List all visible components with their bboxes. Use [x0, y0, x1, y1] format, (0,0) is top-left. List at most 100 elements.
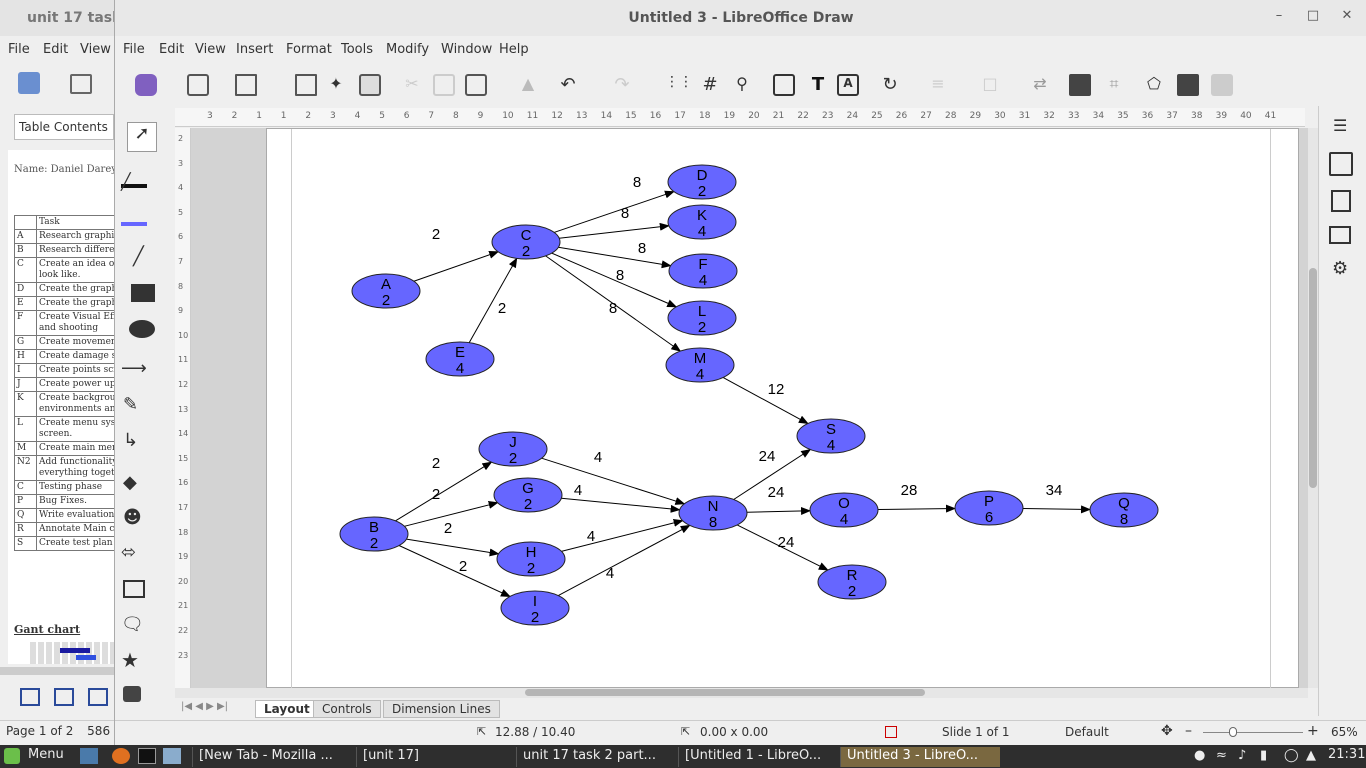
edge-C-K[interactable] — [559, 222, 670, 239]
edge-H-N[interactable] — [561, 518, 684, 552]
tab-layout[interactable]: Layout — [255, 700, 319, 718]
node-D[interactable]: D2 — [667, 164, 737, 200]
menu-insert[interactable]: Insert — [236, 42, 274, 57]
edge-O-P[interactable] — [877, 504, 957, 513]
node-O[interactable]: O4 — [809, 492, 879, 528]
node-ellipse[interactable] — [667, 204, 737, 240]
status-zoom[interactable]: 65% — [1331, 725, 1358, 739]
clone-formatting-icon[interactable]: ▲ — [521, 74, 535, 93]
node-ellipse[interactable] — [665, 347, 735, 383]
templates-icon[interactable] — [187, 74, 209, 96]
menu-file[interactable]: File — [123, 42, 145, 57]
terminal-icon[interactable] — [138, 748, 156, 764]
paste-icon[interactable] — [465, 74, 487, 96]
vertical-scrollbar[interactable] — [1308, 128, 1318, 688]
edge-J-N[interactable] — [541, 457, 686, 505]
glue-points-icon[interactable] — [1177, 74, 1199, 96]
task-writer-doc[interactable]: unit 17 task 2 part... — [516, 747, 676, 767]
bg-paragraph-style-box[interactable]: Table Contents — [14, 114, 114, 140]
symbol-shapes-icon[interactable]: ☻ — [123, 507, 142, 528]
start-menu-label[interactable]: Menu — [28, 747, 64, 762]
node-ellipse[interactable] — [496, 541, 566, 577]
gallery-icon[interactable] — [1329, 226, 1351, 244]
node-P[interactable]: P6 — [954, 490, 1024, 526]
show-desktop-icon[interactable] — [80, 748, 98, 764]
update-icon[interactable]: ▲ — [1306, 748, 1316, 763]
node-ellipse[interactable] — [351, 273, 421, 309]
mint-menu-icon[interactable] — [4, 748, 20, 764]
node-I[interactable]: I2 — [500, 590, 570, 626]
stars-icon[interactable]: ★ — [121, 648, 139, 672]
node-K[interactable]: K4 — [667, 204, 737, 240]
slide-transition-icon[interactable] — [1331, 190, 1351, 212]
horizontal-scroll-thumb[interactable] — [525, 689, 925, 696]
menu-tools[interactable]: Tools — [341, 42, 374, 57]
tab-controls[interactable]: Controls — [313, 700, 381, 718]
user-icon[interactable]: ● — [1194, 748, 1206, 763]
print-icon[interactable] — [359, 74, 381, 96]
edge-C-F[interactable] — [558, 246, 672, 269]
node-ellipse[interactable] — [678, 495, 748, 531]
flip-icon[interactable]: ⇄ — [1033, 74, 1047, 93]
background-writer-window[interactable]: unit 17 task 2 File Edit View Table Cont… — [0, 0, 114, 745]
edge-N-S[interactable] — [733, 448, 812, 500]
firefox-icon[interactable] — [112, 748, 130, 764]
edge-N-O[interactable] — [746, 506, 812, 515]
security-icon[interactable]: ◯ — [1284, 748, 1299, 763]
bg-scrollbar[interactable] — [0, 667, 114, 675]
node-A[interactable]: A2 — [351, 273, 421, 309]
basic-shapes-icon[interactable]: ◆ — [123, 472, 137, 493]
horizontal-scrollbar[interactable] — [175, 688, 1308, 698]
cut-icon[interactable]: ✂ — [405, 74, 419, 93]
node-ellipse[interactable] — [817, 564, 887, 600]
node-ellipse[interactable] — [667, 164, 737, 200]
battery-icon[interactable]: ▮ — [1260, 748, 1268, 763]
task-untitled-3[interactable]: Untitled 3 - LibreO... — [840, 747, 1000, 767]
bg-table-icon-2[interactable] — [54, 688, 74, 706]
node-L[interactable]: L2 — [667, 300, 737, 336]
edge-B-J[interactable] — [395, 461, 493, 522]
bg-menu-file[interactable]: File — [8, 42, 30, 57]
node-ellipse[interactable] — [500, 590, 570, 626]
node-ellipse[interactable] — [339, 516, 409, 552]
zoom-out-icon[interactable]: – — [1185, 723, 1192, 739]
edge-C-M[interactable] — [545, 255, 682, 352]
tab-nav-icons[interactable]: |◀ ◀ ▶ ▶| — [181, 701, 229, 712]
copy-disabled-icon[interactable] — [433, 74, 455, 96]
task-untitled-1[interactable]: [Untitled 1 - LibreO... — [678, 747, 838, 767]
helplines-icon[interactable]: # — [702, 74, 718, 95]
task-unit17-folder[interactable]: [unit 17] — [356, 747, 514, 767]
node-ellipse[interactable] — [1089, 492, 1159, 528]
node-S[interactable]: S4 — [796, 418, 866, 454]
menu-view[interactable]: View — [195, 42, 226, 57]
node-ellipse[interactable] — [478, 431, 548, 467]
block-arrows-icon[interactable]: ⬄ — [121, 542, 137, 563]
node-F[interactable]: F4 — [668, 253, 738, 289]
edge-P-Q[interactable] — [1022, 505, 1092, 514]
zoom-in-icon[interactable]: + — [1307, 723, 1319, 739]
document-modified-icon[interactable] — [885, 726, 897, 738]
sidebar-menu-icon[interactable]: ☰ — [1333, 116, 1348, 135]
bg-menu-view[interactable]: View — [80, 42, 111, 57]
curve-icon[interactable]: ✎ — [123, 394, 139, 415]
export-icon[interactable] — [295, 74, 317, 96]
maximize-button[interactable]: □ — [1306, 8, 1320, 23]
connector-icon[interactable]: ↳ — [123, 430, 139, 451]
zoom-slider[interactable] — [1203, 732, 1303, 733]
node-ellipse[interactable] — [809, 492, 879, 528]
edge-A-C[interactable] — [413, 250, 500, 282]
fit-page-icon[interactable]: ✥ — [1161, 723, 1173, 739]
align-icon[interactable]: ≡ — [931, 74, 945, 93]
ellipse-icon[interactable] — [129, 320, 155, 338]
edge-I-N[interactable] — [558, 524, 691, 597]
edge-E-C[interactable] — [468, 257, 518, 343]
node-C[interactable]: C2 — [491, 224, 561, 260]
vertical-scroll-thumb[interactable] — [1309, 268, 1317, 488]
node-ellipse[interactable] — [954, 490, 1024, 526]
node-E[interactable]: E4 — [425, 341, 495, 377]
wifi-icon[interactable]: ≈ — [1216, 748, 1227, 763]
arrange-icon[interactable]: □ — [982, 74, 998, 93]
